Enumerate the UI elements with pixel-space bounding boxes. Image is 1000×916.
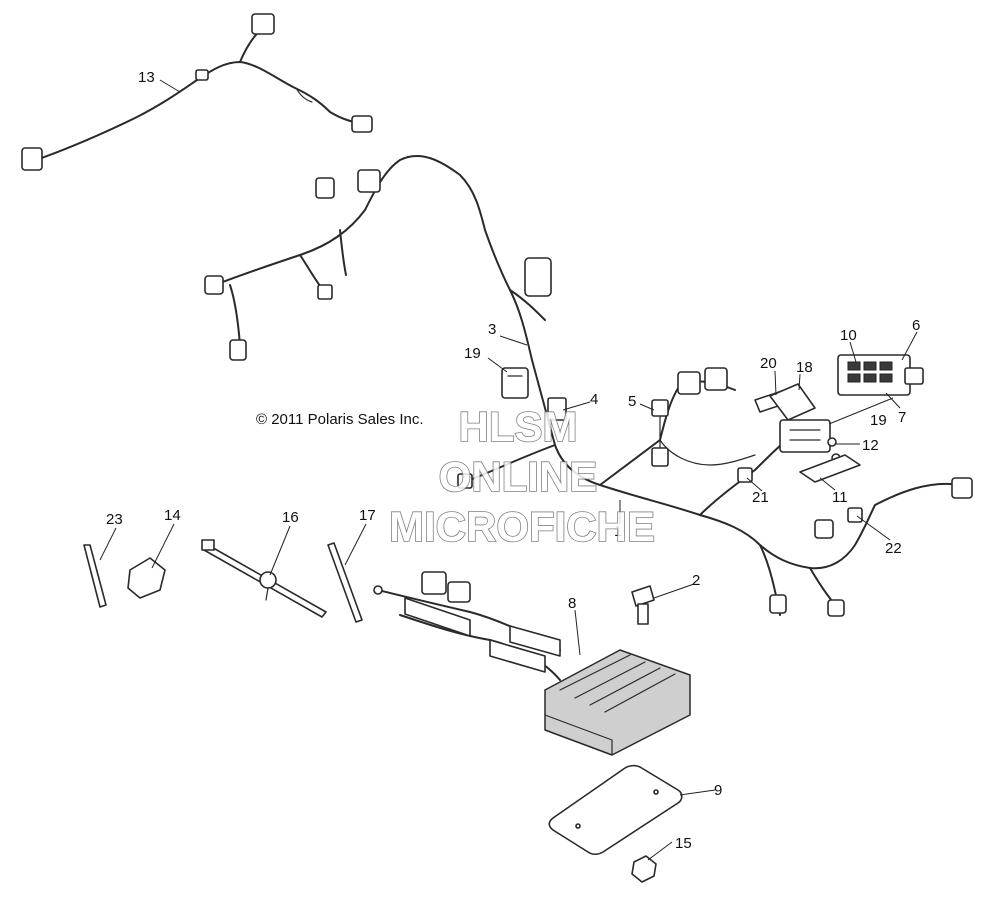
part-2-bolt [631,585,655,625]
callout-4: 4 [590,391,598,408]
callout-19b: 19 [870,412,887,429]
callout-20: 20 [760,355,777,372]
copyright-notice: © 2011 Polaris Sales Inc. [256,411,424,428]
part-21-clip [737,467,753,483]
callout-19: 19 [464,345,481,362]
callouts: 13 3 19 4 5 20 18 10 6 19 7 12 21 11 22 … [106,69,920,852]
callout-21: 21 [752,489,769,506]
part-14-clip [127,557,166,599]
callout-14: 14 [164,507,181,524]
watermark: HLSM ONLINE MICROFICHE [388,402,656,551]
part-9-pad [548,764,683,856]
callout-18: 18 [796,359,813,376]
part-5-connector [651,399,669,467]
callout-6: 6 [912,317,920,334]
callout-12: 12 [862,437,879,454]
callout-9: 9 [714,782,722,799]
part-22-tie [847,507,863,523]
callout-15: 15 [675,835,692,852]
part-1-main-harness [204,155,973,617]
part-17-tie-strap [327,542,363,623]
part-15-nut [631,855,657,883]
callout-23: 23 [106,511,123,528]
watermark-line-3: MICROFICHE [389,503,655,550]
callout-5: 5 [628,393,636,410]
callout-1: 1 [614,523,622,540]
callout-13: 13 [138,69,155,86]
part-19-relay-block [779,419,831,453]
callout-16: 16 [282,509,299,526]
callout-7: 7 [898,409,906,426]
part-18-relay [769,383,816,421]
part-10-fuse-box [837,354,924,396]
callout-10: 10 [840,327,857,344]
callout-11: 11 [832,489,848,506]
part-11-bracket [799,454,861,483]
part-13-harness [21,13,373,171]
callout-17: 17 [359,507,376,524]
part-16-tie-strap [201,539,327,618]
part-19-relay-left [501,367,529,399]
leader-lines [99,79,918,861]
part-23-tie-strap [83,544,107,608]
part-8-regulator [373,571,691,756]
callout-2: 2 [692,572,700,589]
callout-3: 3 [488,321,496,338]
callout-8: 8 [568,595,576,612]
watermark-line-2: ONLINE [439,453,598,500]
callout-22: 22 [885,540,902,557]
watermark-line-1: HLSM [459,403,578,450]
